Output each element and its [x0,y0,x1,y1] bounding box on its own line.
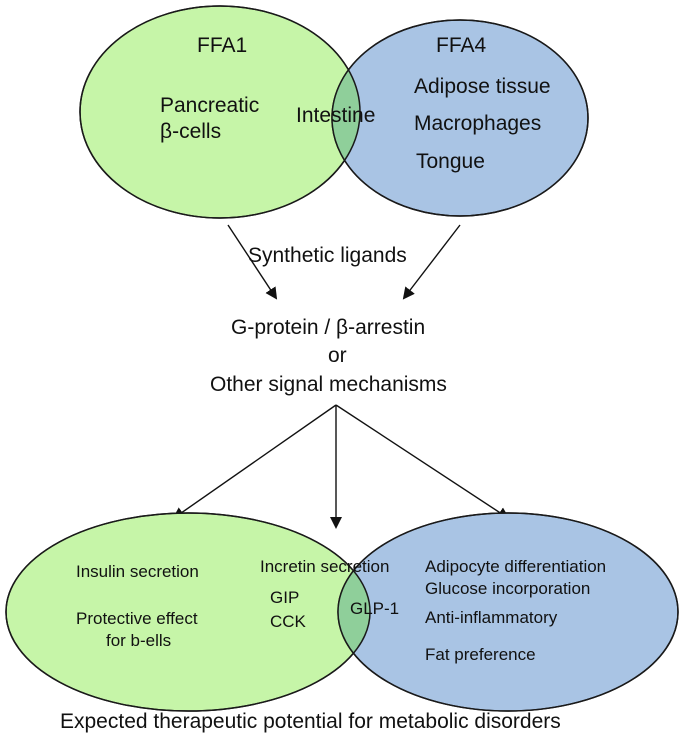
right-outcome-item-4: Fat preference [425,645,536,664]
mechanism-block: G-protein / β-arrestin or Other signal m… [210,316,447,396]
arrow-to-left-outcome [172,404,337,520]
ffa1-item-1: Pancreatic [160,94,259,117]
mechanism-line-3: Other signal mechanisms [210,373,447,396]
incretin-gip: GIP [270,588,299,607]
arrow-right-to-mechanism [402,224,461,300]
ffa1-item-2: β-cells [160,120,221,143]
overlap-item: Intestine [296,104,375,127]
right-outcome-item-2: Glucose incorporation [425,579,590,598]
arrow-left-to-mechanism [227,224,278,300]
ligand-arrows: Synthetic ligands [227,224,461,300]
bottom-venn: Insulin secretion Protective effect for … [5,512,679,712]
right-outcome-item-1: Adipocyte differentiation [425,557,606,576]
incretin-heading: Incretin secretion [260,557,389,576]
incretin-cck: CCK [270,612,307,631]
top-venn: FFA1 FFA4 Pancreatic β-cells Intestine A… [79,5,589,219]
ffa4-item-2: Macrophages [414,112,541,135]
left-outcome-item-2: Protective effect [76,609,198,628]
left-outcome-item-1: Insulin secretion [76,562,199,581]
arrow-to-right-outcome [335,404,510,520]
right-outcome-item-3: Anti-inflammatory [425,608,558,627]
mechanism-line-2: or [328,344,347,367]
outcome-arrows [172,404,510,529]
ffa4-item-3: Tongue [416,150,485,173]
ffa4-item-1: Adipose tissue [414,75,551,98]
synthetic-ligands-label: Synthetic ligands [248,244,407,267]
mechanism-line-1: G-protein / β-arrestin [231,316,425,339]
left-outcome-item-3: for b-ells [106,631,171,650]
ffa1-title: FFA1 [197,34,247,57]
ffa4-title: FFA4 [436,34,487,57]
incretin-glp1: GLP-1 [350,599,399,618]
caption: Expected therapeutic potential for metab… [60,710,561,733]
